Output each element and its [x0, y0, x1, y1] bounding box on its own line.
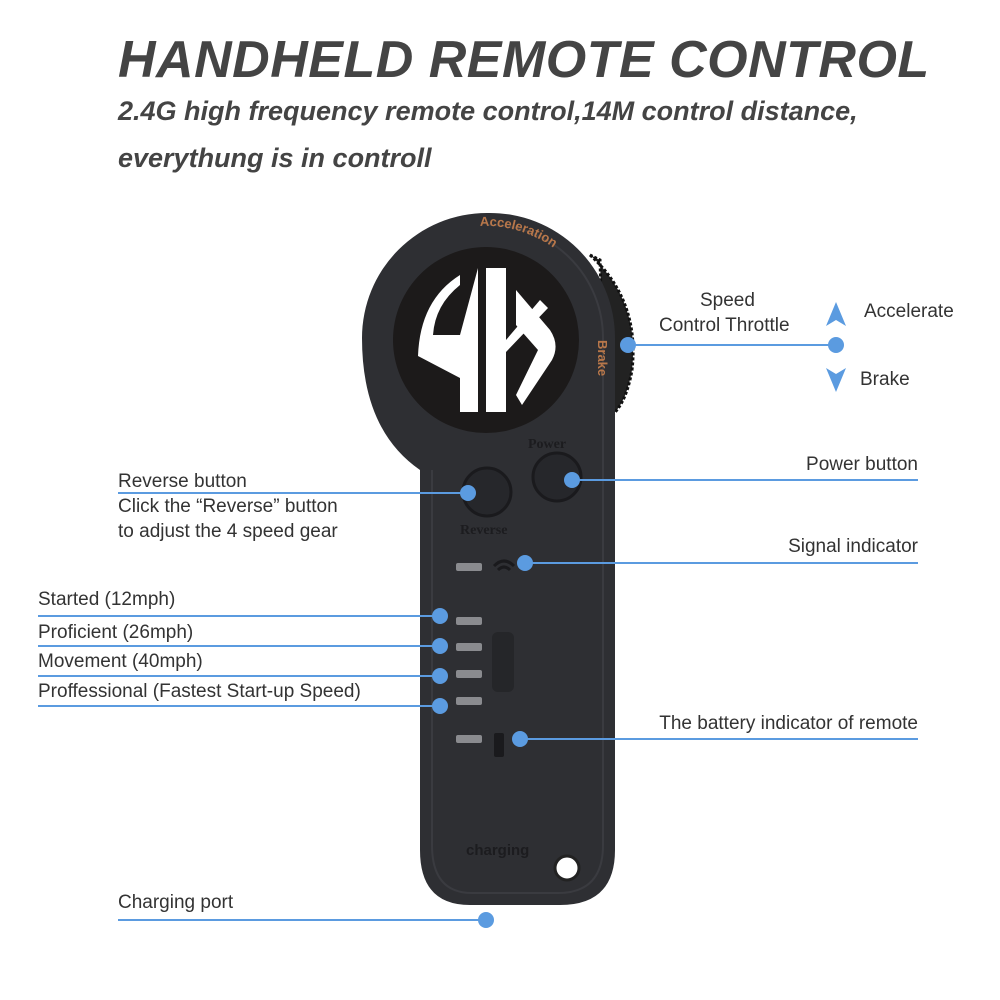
reverse-desc-2: to adjust the 4 speed gear [118, 521, 338, 542]
throttle-label-2: Control Throttle [659, 315, 790, 336]
gear-led-2 [456, 643, 482, 651]
arrow-down-icon [826, 368, 846, 392]
arrow-up-icon [826, 302, 846, 326]
lanyard-hole [553, 854, 581, 882]
wifi-icon [492, 559, 516, 572]
battery-led [456, 735, 482, 743]
power-label: Power [528, 437, 566, 452]
battery-icon [494, 733, 504, 757]
accelerate-label: Accelerate [864, 301, 954, 322]
gear-led-3 [456, 670, 482, 678]
movement-label: Movement (40mph) [38, 651, 203, 672]
reverse-desc-1: Click the “Reverse” button [118, 496, 338, 517]
power-button-label: Power button [806, 454, 918, 475]
brake-label: Brake [595, 340, 610, 376]
signal-indicator-label: Signal indicator [788, 536, 918, 557]
charging-port-label: Charging port [118, 892, 234, 913]
dk-logo [393, 247, 579, 433]
signal-led [456, 563, 482, 571]
charging-label: charging [466, 842, 529, 859]
subtitle-line-1: 2.4G high frequency remote control,14M c… [118, 96, 858, 126]
page-title: HANDHELD REMOTE CONTROL [118, 31, 930, 89]
reverse-label: Reverse [460, 523, 507, 538]
gear-led-4 [456, 697, 482, 705]
callout-dots [432, 337, 844, 928]
led-indicators [456, 563, 482, 743]
brake-callout-label: Brake [860, 369, 910, 390]
throttle-label-1: Speed [700, 290, 755, 311]
power-button[interactable] [531, 451, 583, 503]
gear-led-1 [456, 617, 482, 625]
reverse-button-label: Reverse button [118, 471, 247, 492]
gear-bracket [492, 632, 514, 692]
started-label: Started (12mph) [38, 589, 176, 610]
subtitle-line-2: everythung is in controll [118, 143, 432, 173]
battery-indicator-label: The battery indicator of remote [659, 713, 918, 734]
proficient-label: Proficient (26mph) [38, 622, 194, 643]
callout-lines [38, 344, 918, 921]
professional-label: Proffessional (Fastest Start-up Speed) [38, 681, 361, 702]
